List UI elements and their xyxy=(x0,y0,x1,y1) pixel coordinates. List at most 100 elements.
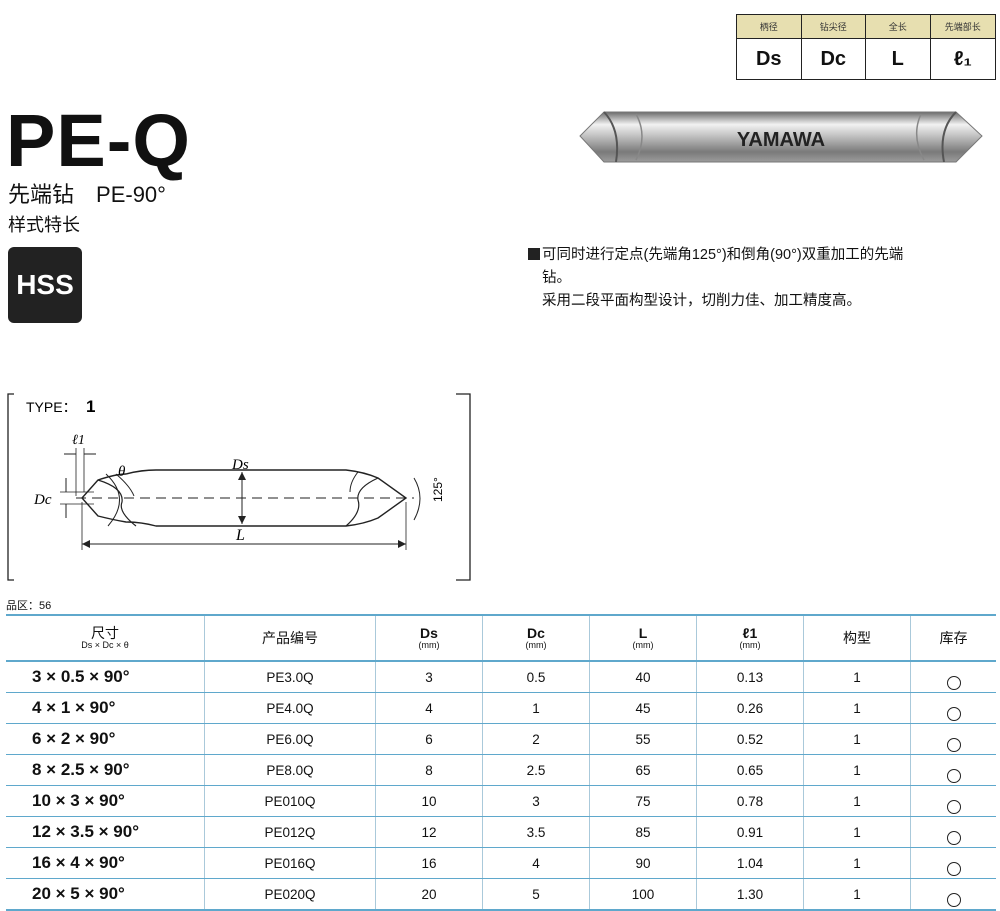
cell-product-no: PE6.0Q xyxy=(204,723,376,755)
type-label: TYPE： xyxy=(26,399,77,415)
product-subtitle: 先端钻 PE-90° xyxy=(8,184,166,206)
product-name: 先端钻 xyxy=(8,182,75,207)
cell-l: 100 xyxy=(589,878,697,911)
cell-stock: ○ xyxy=(910,723,996,755)
cell-type: 1 xyxy=(803,847,911,879)
cell-stock: ○ xyxy=(910,692,996,724)
col-dc-unit: (mm) xyxy=(525,639,547,650)
tool-brand-text: YAMAWA xyxy=(737,129,825,151)
cell-ds: 3 xyxy=(375,661,483,693)
cell-ds: 6 xyxy=(375,723,483,755)
cell-stock: ○ xyxy=(910,785,996,817)
cell-dc: 5 xyxy=(482,878,590,911)
col-dc-title: Dc xyxy=(527,624,545,641)
cell-type: 1 xyxy=(803,754,911,786)
cell-dc: 4 xyxy=(482,847,590,879)
in-stock-circle-icon: ○ xyxy=(946,799,961,814)
col-l: L (mm) xyxy=(589,614,697,662)
cell-stock: ○ xyxy=(910,847,996,879)
col-size: 尺寸 Ds × Dc × θ xyxy=(6,614,205,662)
spec-legend: 柄径 钻尖径 全长 先端部长 Ds Dc L ℓ₁ xyxy=(736,14,996,80)
product-title: PE-Q xyxy=(6,99,191,182)
cell-ds: 20 xyxy=(375,878,483,911)
product-code: PE-90° xyxy=(96,182,166,207)
col-product-no: 产品编号 xyxy=(204,614,376,662)
cell-dc: 2 xyxy=(482,723,590,755)
cell-l1: 0.65 xyxy=(696,754,804,786)
cell-product-no: PE012Q xyxy=(204,816,376,848)
description-line-2: 采用二段平面构型设计，切削力佳、加工精度高。 xyxy=(542,293,861,309)
cell-l: 85 xyxy=(589,816,697,848)
cell-type: 1 xyxy=(803,785,911,817)
col-l1: ℓ1 (mm) xyxy=(696,614,804,662)
cell-product-no: PE020Q xyxy=(204,878,376,911)
ds-label: Ds xyxy=(231,457,249,473)
col-size-title: 尺寸 xyxy=(91,624,119,641)
cell-type: 1 xyxy=(803,816,911,848)
cell-stock: ○ xyxy=(910,754,996,786)
cell-l1: 0.78 xyxy=(696,785,804,817)
col-stock: 库存 xyxy=(910,614,996,662)
cell-stock: ○ xyxy=(910,878,996,911)
in-stock-circle-icon: ○ xyxy=(946,830,961,845)
bullet-square-icon xyxy=(528,248,540,260)
cell-size: 20 × 5 × 90° xyxy=(6,878,205,911)
in-stock-circle-icon: ○ xyxy=(946,675,961,690)
dc-label: Dc xyxy=(33,492,52,508)
col-dc: Dc (mm) xyxy=(482,614,590,662)
feature-description: 可同时进行定点(先端角125°)和倒角(90°)双重加工的先端 钻。 采用二段平… xyxy=(528,244,998,313)
legend-symbol-dc: Dc xyxy=(802,39,866,79)
col-ds: Ds (mm) xyxy=(375,614,483,662)
cell-l: 40 xyxy=(589,661,697,693)
legend-header-tip-length: 先端部长 xyxy=(930,15,995,39)
cell-size: 12 × 3.5 × 90° xyxy=(6,816,205,848)
description-line-1: 可同时进行定点(先端角125°)和倒角(90°)双重加工的先端 xyxy=(542,247,904,263)
cell-l: 90 xyxy=(589,847,697,879)
cell-ds: 10 xyxy=(375,785,483,817)
in-stock-circle-icon: ○ xyxy=(946,861,961,876)
cell-l: 75 xyxy=(589,785,697,817)
cell-product-no: PE016Q xyxy=(204,847,376,879)
in-stock-circle-icon: ○ xyxy=(946,737,961,752)
legend-symbol-l: L xyxy=(866,39,931,79)
legend-symbol-ds: Ds xyxy=(737,39,802,79)
cell-product-no: PE8.0Q xyxy=(204,754,376,786)
legend-header-shank: 柄径 xyxy=(737,15,802,39)
col-l1-unit: (mm) xyxy=(739,639,761,650)
col-l-unit: (mm) xyxy=(632,639,654,650)
material-badge: HSS xyxy=(8,247,82,323)
length-label: L xyxy=(235,527,245,544)
legend-header-length: 全长 xyxy=(866,15,931,39)
cell-l1: 0.91 xyxy=(696,816,804,848)
cell-dc: 2.5 xyxy=(482,754,590,786)
type-diagram: TYPE： 1 Ds L ℓ1 Dc θ 125° xyxy=(7,393,471,581)
col-type: 构型 xyxy=(803,614,911,662)
cell-ds: 12 xyxy=(375,816,483,848)
cell-stock: ○ xyxy=(910,661,996,693)
cell-size: 6 × 2 × 90° xyxy=(6,723,205,755)
table-header-row: 尺寸 Ds × Dc × θ 产品编号 Ds (mm) Dc (mm) L (m… xyxy=(6,614,996,662)
cell-type: 1 xyxy=(803,723,911,755)
cell-ds: 4 xyxy=(375,692,483,724)
cell-product-no: PE3.0Q xyxy=(204,661,376,693)
cell-l: 65 xyxy=(589,754,697,786)
col-l-title: L xyxy=(638,624,648,641)
legend-symbol-l1: ℓ₁ xyxy=(953,47,972,70)
col-ds-title: Ds xyxy=(420,624,438,641)
cell-dc: 3.5 xyxy=(482,816,590,848)
in-stock-circle-icon: ○ xyxy=(946,706,961,721)
col-size-sub: Ds × Dc × θ xyxy=(81,639,129,650)
cell-type: 1 xyxy=(803,692,911,724)
cell-ds: 8 xyxy=(375,754,483,786)
cell-type: 1 xyxy=(803,878,911,911)
cell-l1: 0.13 xyxy=(696,661,804,693)
cell-product-no: PE010Q xyxy=(204,785,376,817)
cell-type: 1 xyxy=(803,661,911,693)
